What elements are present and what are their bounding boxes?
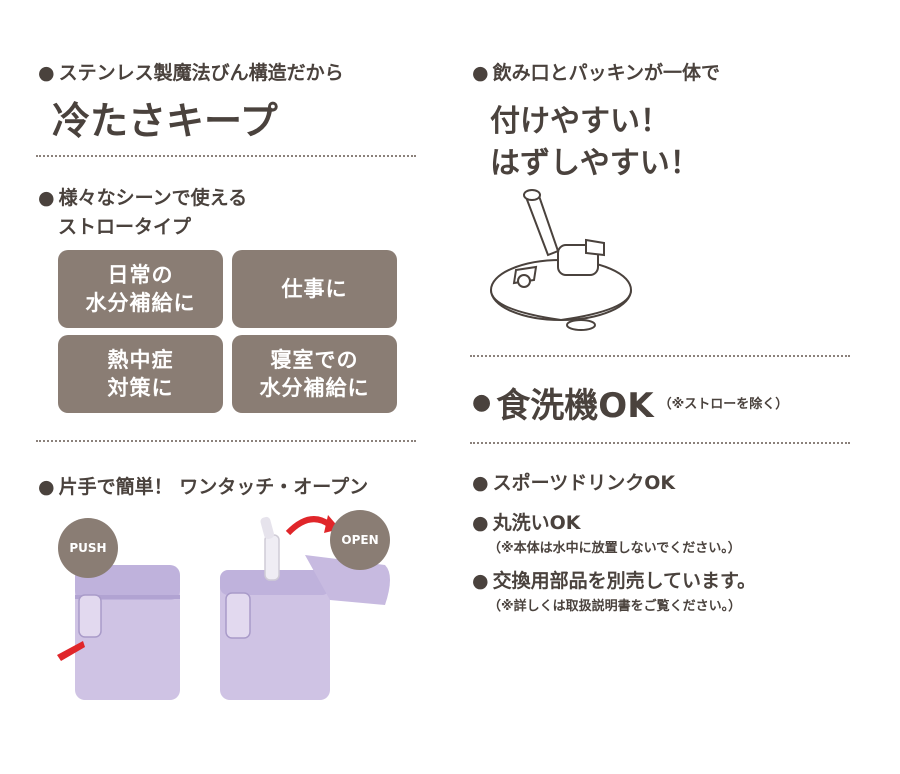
push-button-icon — [78, 594, 102, 638]
tile-line: 水分補給に — [259, 376, 370, 400]
feature-sports-drink: スポーツドリンクOK — [472, 468, 676, 495]
one-touch-bullet: 片手で簡単！ ワンタッチ・オープン — [38, 472, 368, 499]
push-badge: PUSH — [58, 518, 118, 578]
dishwasher-note: （※ストローを除く） — [658, 397, 789, 412]
tile-line: 日常の — [107, 262, 174, 287]
arrow-icon — [57, 641, 85, 661]
feature-washable-note: （※本体は水中に放置しないでください。） — [488, 541, 741, 556]
scene-tile-work: 仕事に — [232, 250, 397, 328]
tile-line: 寝室での — [270, 347, 359, 372]
divider — [36, 155, 416, 157]
arrow-icon — [285, 516, 332, 536]
tile-line: 熱中症 — [107, 347, 174, 372]
dishwasher-title: 食洗機OK — [496, 386, 654, 426]
feature-spare-parts-note: （※詳しくは取扱説明書をご覧ください。） — [488, 599, 742, 614]
scene-tile-daily: 日常の水分補給に — [58, 250, 223, 328]
divider — [470, 442, 850, 444]
bottle-open-illustration — [220, 515, 390, 700]
feature-spare-parts: 交換用部品を別売しています。 — [472, 566, 757, 593]
tile-line: 仕事に — [281, 276, 348, 301]
dishwasher-row: ● 食洗機OK （※ストローを除く） — [472, 386, 789, 426]
mouthpiece-illustration — [490, 189, 632, 331]
divider — [36, 440, 416, 442]
straw-type-label: ストロータイプ — [58, 216, 192, 238]
scene-tile-heatstroke: 熱中症対策に — [58, 335, 223, 413]
open-badge: OPEN — [330, 510, 390, 570]
mouthpiece-headline-1: 付けやすい！ — [490, 104, 670, 139]
feature-washable: 丸洗いOK — [472, 508, 581, 535]
tile-line: 水分補給に — [85, 291, 196, 315]
tile-line: 対策に — [107, 376, 174, 400]
cold-keep-headline: 冷たさキープ — [52, 99, 278, 143]
straw-icon — [264, 534, 280, 581]
push-button-icon — [225, 592, 251, 639]
mouthpiece-bullet: 飲み口とパッキンが一体で — [472, 58, 720, 85]
scene-tile-bedroom: 寝室での水分補給に — [232, 335, 397, 413]
cold-keep-bullet: ステンレス製魔法びん構造だから — [38, 58, 344, 85]
divider — [470, 355, 850, 357]
mouthpiece-headline-2: はずしやすい！ — [490, 146, 700, 181]
straw-type-bullet: 様々なシーンで使える — [38, 183, 247, 210]
